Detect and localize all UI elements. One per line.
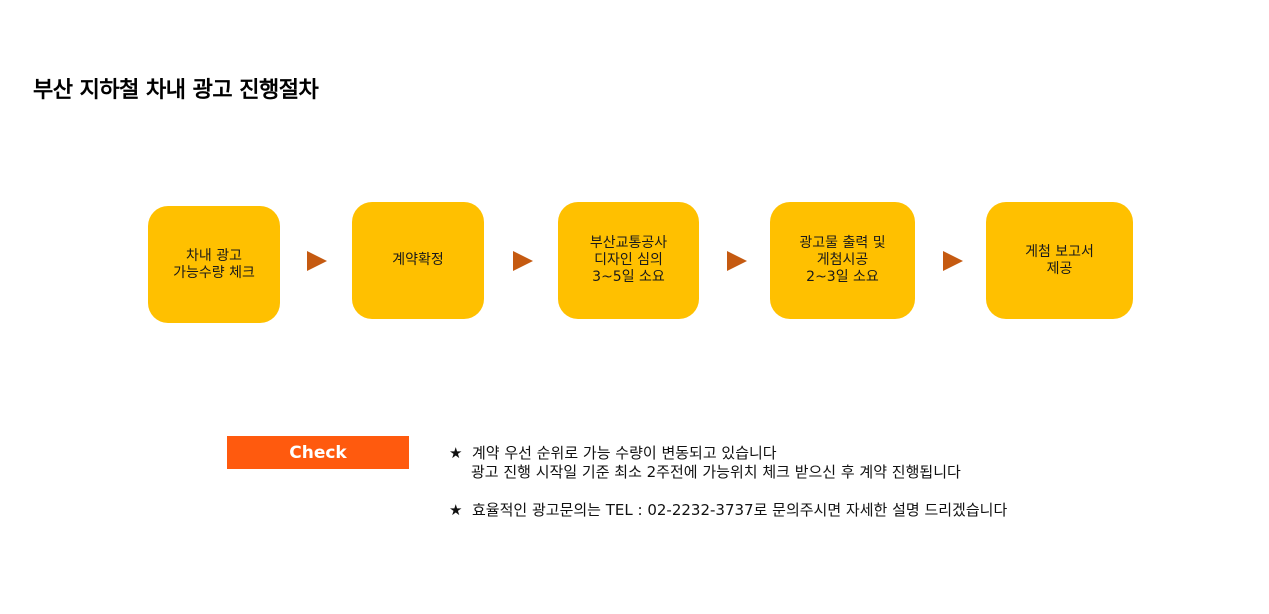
step-label: 광고물 출력 및 게첨시공 2~3일 소요 — [799, 235, 886, 285]
step-label: 게첨 보고서 제공 — [1025, 243, 1094, 277]
arrow-right-icon — [307, 251, 327, 271]
step-box-report: 게첨 보고서 제공 — [986, 202, 1133, 319]
step-box-contract: 계약확정 — [352, 202, 484, 319]
arrow-right-icon — [943, 251, 963, 271]
note-text: 계약 우선 순위로 가능 수량이 변동되고 있습니다 — [472, 444, 777, 462]
star-icon: ★ — [449, 444, 463, 462]
note-item: ★ 효율적인 광고문의는 TEL : 02-2232-3737로 문의주시면 자세… — [449, 501, 1007, 520]
note-text: 광고 진행 시작일 기준 최소 2주전에 가능위치 체크 받으신 후 계약 진행… — [471, 463, 961, 481]
page-title: 부산 지하철 차내 광고 진행절차 — [33, 78, 319, 103]
check-badge: Check — [227, 436, 409, 469]
step-box-capacity-check: 차내 광고 가능수량 체크 — [148, 206, 280, 323]
note-item: ★ 계약 우선 순위로 가능 수량이 변동되고 있습니다 광고 진행 시작일 기준… — [449, 444, 1007, 482]
arrow-right-icon — [513, 251, 533, 271]
step-label: 부산교통공사 디자인 심의 3~5일 소요 — [589, 235, 668, 285]
notes-list: ★ 계약 우선 순위로 가능 수량이 변동되고 있습니다 광고 진행 시작일 기준… — [449, 444, 1007, 539]
step-box-print-install: 광고물 출력 및 게첨시공 2~3일 소요 — [770, 202, 915, 319]
note-text: 효율적인 광고문의는 TEL : 02-2232-3737로 문의주시면 자세한… — [472, 501, 1008, 519]
step-label: 계약확정 — [392, 252, 444, 268]
star-icon: ★ — [449, 501, 463, 519]
arrow-right-icon — [727, 251, 747, 271]
step-box-design-review: 부산교통공사 디자인 심의 3~5일 소요 — [558, 202, 699, 319]
step-label: 차내 광고 가능수량 체크 — [173, 247, 255, 281]
